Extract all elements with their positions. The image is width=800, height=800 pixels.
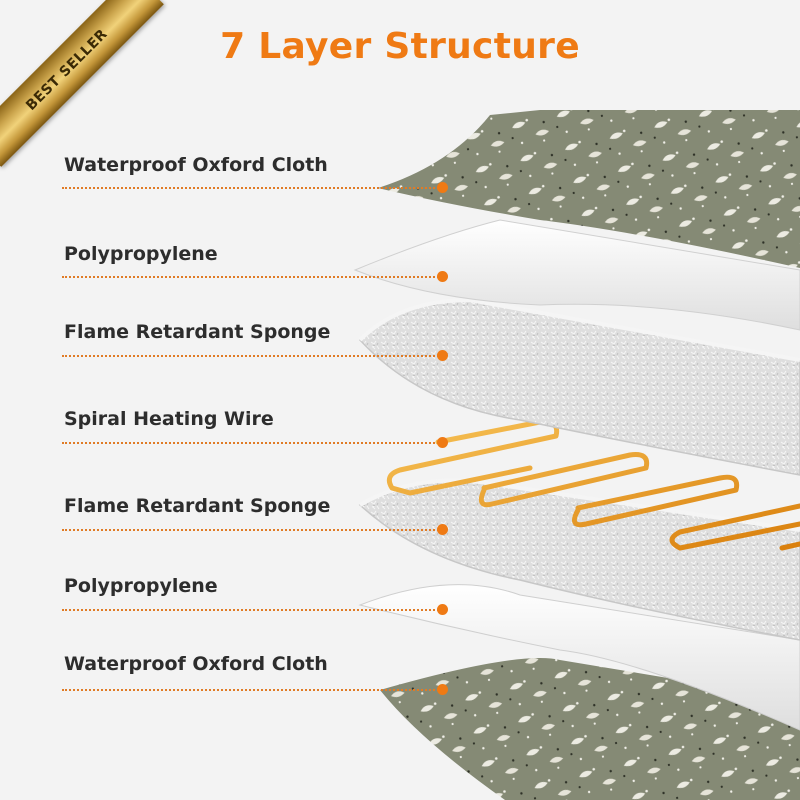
leader-line-5: [62, 529, 442, 531]
bottom-film-layer: [358, 584, 800, 731]
leader-line-3: [62, 355, 442, 357]
layer-label-4: Spiral Heating Wire: [64, 408, 274, 430]
leader-line-7: [62, 689, 442, 691]
layer-label-1: Waterproof Oxford Cloth: [64, 154, 328, 176]
heating-wire: [386, 419, 800, 551]
marker-dot-7: [437, 684, 448, 695]
bottom-fabric-layer: [380, 658, 800, 800]
layer-label-3: Flame Retardant Sponge: [64, 321, 331, 343]
marker-dot-5: [437, 524, 448, 535]
top-fabric-layer: [378, 110, 800, 268]
upper-sponge-layer: [358, 299, 800, 476]
marker-dot-1: [437, 182, 448, 193]
marker-dot-6: [437, 604, 448, 615]
leader-line-1: [62, 187, 442, 189]
top-film-layer: [353, 219, 800, 331]
leader-line-6: [62, 609, 442, 611]
marker-dot-2: [437, 271, 448, 282]
layer-label-6: Polypropylene: [64, 575, 218, 597]
layer-label-5: Flame Retardant Sponge: [64, 495, 331, 517]
marker-dot-4: [437, 437, 448, 448]
layer-label-7: Waterproof Oxford Cloth: [64, 653, 328, 675]
page-title: 7 Layer Structure: [220, 26, 580, 67]
layer-label-2: Polypropylene: [64, 243, 218, 265]
marker-dot-3: [437, 350, 448, 361]
leader-line-4: [62, 442, 442, 444]
leader-line-2: [62, 276, 442, 278]
